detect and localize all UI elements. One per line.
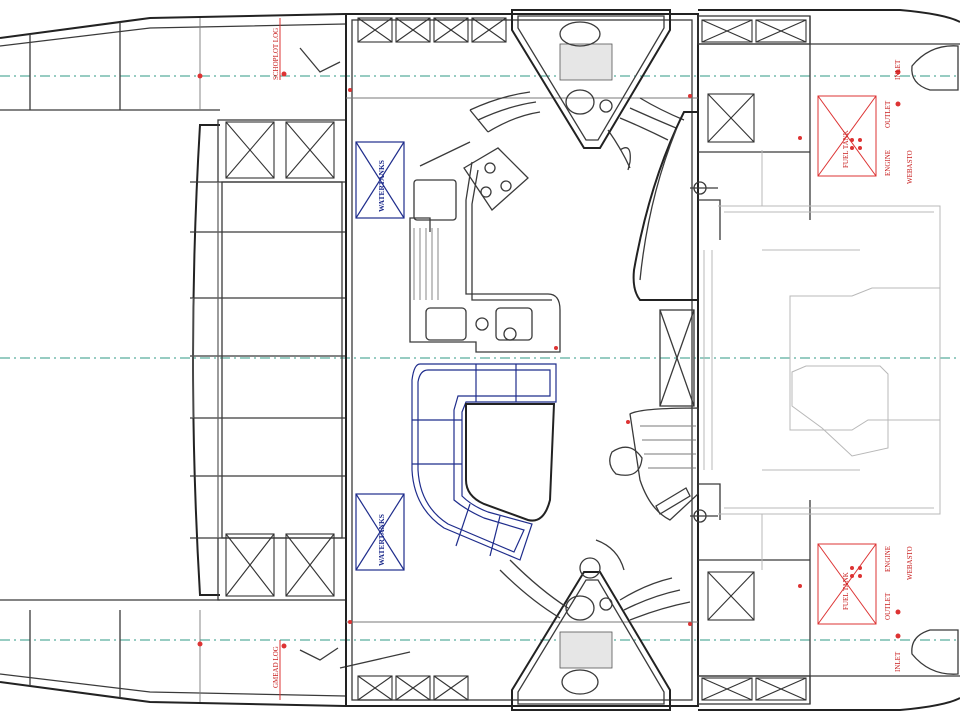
aft-steps bbox=[499, 559, 691, 621]
fuel-tank-top-label: FUEL TANK bbox=[842, 130, 850, 168]
galley bbox=[409, 141, 561, 353]
water-tank-top-label: WATERTANKS bbox=[377, 160, 386, 212]
hull-outline-right bbox=[697, 9, 960, 711]
log-top-label: SCHOPLOT LOG bbox=[272, 28, 280, 80]
bow-ends bbox=[895, 45, 959, 675]
webasto-top-label: WEBASTO bbox=[906, 150, 914, 184]
saloon-frame bbox=[345, 13, 699, 707]
head-bottom bbox=[511, 539, 671, 711]
fitting-marks bbox=[348, 88, 802, 626]
cockpit-area bbox=[190, 119, 347, 601]
engine-top-label: ENGINE bbox=[884, 150, 892, 176]
fuel-tank-bottom bbox=[817, 543, 877, 625]
outlet-top-label: OUTLET bbox=[884, 100, 892, 128]
engine-bottom-label: ENGINE bbox=[884, 546, 892, 572]
fuel-tank-top bbox=[817, 95, 877, 177]
water-tank-bottom-label: WATERTANKS bbox=[377, 514, 386, 566]
helm-seat-slats bbox=[640, 425, 696, 469]
hull-berths bbox=[703, 150, 941, 570]
inlet-top-label: INLET bbox=[894, 59, 902, 80]
saloon-doors bbox=[690, 181, 721, 523]
galley-vents bbox=[413, 228, 439, 300]
forward-steps bbox=[469, 91, 685, 169]
helm-station bbox=[609, 111, 699, 521]
head-top bbox=[511, 9, 671, 171]
water-tank-bottom bbox=[355, 493, 405, 571]
fuel-tank-bottom-label: FUEL TANK bbox=[842, 572, 850, 610]
outlet-bottom-label: OUTLET bbox=[884, 592, 892, 620]
inlet-bottom-label: INLET bbox=[894, 651, 902, 672]
hull-outline-left bbox=[0, 13, 346, 707]
forward-lockers bbox=[357, 17, 507, 701]
webasto-bottom-label: WEBASTO bbox=[906, 546, 914, 580]
hull-lockers bbox=[701, 19, 807, 701]
cockpit-lockers bbox=[225, 121, 335, 597]
water-tank-top bbox=[355, 141, 405, 219]
reference-lines bbox=[0, 75, 960, 641]
log-bottom-label: GMEAD LOG bbox=[272, 646, 280, 688]
saloon-settee bbox=[411, 363, 557, 561]
